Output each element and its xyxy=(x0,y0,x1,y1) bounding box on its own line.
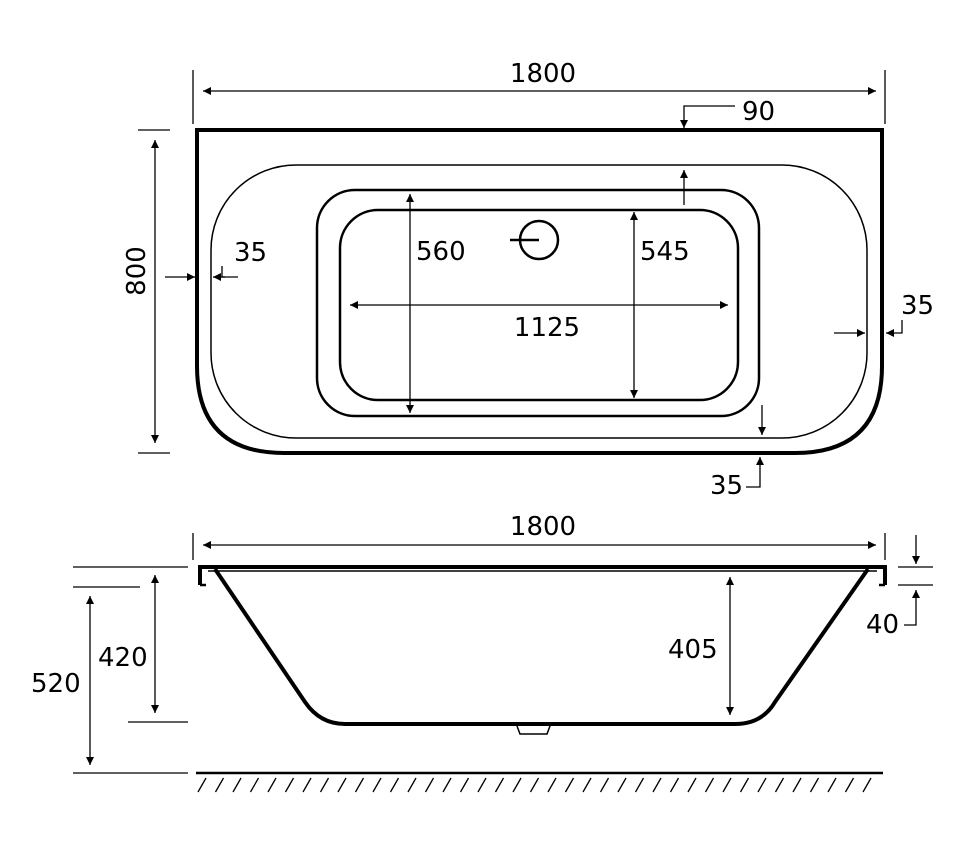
side-bath-body xyxy=(213,567,870,726)
floor-hatch-line xyxy=(809,777,820,793)
side-rim-height-leader xyxy=(904,590,920,626)
plan-rim-front-label: 35 xyxy=(710,471,743,501)
plan-rim-inner-edge xyxy=(210,164,868,439)
floor-hatch-line xyxy=(424,777,435,793)
floor-hatch-line xyxy=(704,777,715,793)
plan-rim-front-leader xyxy=(746,457,764,488)
floor-hatch-line xyxy=(827,777,837,793)
floor-hatch-line xyxy=(547,777,557,793)
plan-base-width-label: 545 xyxy=(640,237,690,267)
floor-hatch-line xyxy=(442,777,452,793)
floor-hatching xyxy=(197,777,872,793)
plan-rim-back-leader xyxy=(680,105,735,128)
plan-overall-length-label: 1800 xyxy=(510,59,576,89)
floor-hatch-line xyxy=(477,777,487,793)
floor-hatch-line xyxy=(337,777,347,793)
floor-hatch-line xyxy=(284,777,295,793)
floor-hatch-line xyxy=(494,777,505,793)
plan-bowl-top-edge xyxy=(315,188,761,418)
side-rim-height-label: 40 xyxy=(866,610,899,640)
floor-hatch-line xyxy=(582,777,592,793)
floor-hatch-line xyxy=(774,777,785,793)
floor-hatch-line xyxy=(197,777,207,793)
plan-rim-right-label: 35 xyxy=(901,291,934,321)
floor-hatch-line xyxy=(249,777,260,793)
side-rim-outline xyxy=(198,565,887,585)
floor-hatch-line xyxy=(792,777,802,793)
floor-hatch-line xyxy=(739,777,750,793)
floor-hatch-line xyxy=(214,777,225,793)
floor-hatch-line xyxy=(722,777,732,793)
floor-hatch-line xyxy=(599,777,610,793)
plan-outer-outline xyxy=(195,128,884,455)
side-depth-label: 405 xyxy=(668,635,718,665)
plan-rim-back-label: 90 xyxy=(742,97,775,127)
floor-hatch-line xyxy=(389,777,400,793)
floor-hatch-line xyxy=(512,777,522,793)
side-view: 1800 520 420 405 40 xyxy=(31,512,933,793)
plan-view: 1800 90 800 35 35 35 1125 560 545 xyxy=(122,59,934,501)
floor-hatch-line xyxy=(302,777,312,793)
floor-hatch-line xyxy=(862,777,872,793)
floor-hatch-line xyxy=(354,777,365,793)
side-total-height-label: 520 xyxy=(31,669,81,699)
floor-hatch-line xyxy=(617,777,627,793)
floor-hatch-line xyxy=(372,777,382,793)
floor-hatch-line xyxy=(529,777,540,793)
plan-overall-width-label: 800 xyxy=(122,246,152,296)
floor-hatch-line xyxy=(407,777,417,793)
floor-hatch-line xyxy=(757,777,767,793)
side-bath-height-label: 420 xyxy=(98,643,148,673)
floor-hatch-line xyxy=(564,777,575,793)
floor-hatch-line xyxy=(459,777,470,793)
plan-inner-width-label: 560 xyxy=(416,237,466,267)
plan-base-length-label: 1125 xyxy=(514,313,580,343)
floor-hatch-line xyxy=(319,777,330,793)
plan-rim-left-label: 35 xyxy=(234,238,267,268)
floor-hatch-line xyxy=(844,777,855,793)
floor-hatch-line xyxy=(267,777,277,793)
side-overall-length-label: 1800 xyxy=(510,512,576,542)
plan-rim-right-leader xyxy=(886,320,903,337)
floor-hatch-line xyxy=(232,777,242,793)
floor-hatch-line xyxy=(687,777,697,793)
floor-hatch-line xyxy=(669,777,680,793)
side-waste-outlet xyxy=(516,725,551,735)
floor-hatch-line xyxy=(652,777,662,793)
plan-bowl-base xyxy=(338,208,740,402)
floor-hatch-line xyxy=(634,777,645,793)
